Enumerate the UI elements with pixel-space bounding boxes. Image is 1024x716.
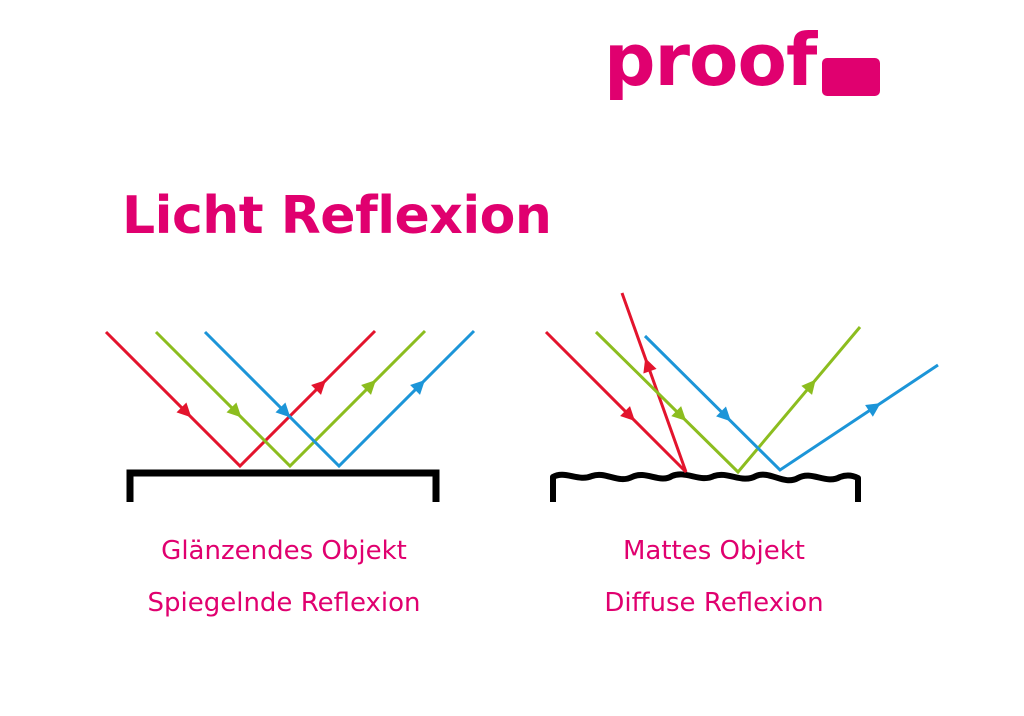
matte-red-ray-arrow-0 bbox=[620, 406, 635, 421]
glossy-red-ray bbox=[104, 329, 377, 469]
glossy-surface bbox=[126, 469, 440, 502]
glossy-blue-ray-arrow-0 bbox=[275, 402, 291, 418]
matte-caption-line1: Mattes Objekt bbox=[623, 536, 805, 566]
glossy-green-ray bbox=[154, 329, 427, 469]
glossy-red-ray-arrow-1 bbox=[311, 380, 326, 395]
page-title: Licht Reflexion bbox=[122, 186, 552, 246]
glossy-caption-line2: Spiegelnde Reflexion bbox=[147, 588, 421, 618]
matte-green-ray bbox=[594, 326, 862, 475]
glossy-blue-ray-arrow-1 bbox=[410, 380, 425, 395]
glossy-red-ray-arrow-0 bbox=[176, 402, 192, 418]
matte-surface bbox=[550, 471, 861, 502]
matte-blue-ray-arrow-0 bbox=[716, 406, 731, 422]
matte-blue-ray bbox=[643, 334, 939, 472]
light-rays bbox=[104, 292, 939, 475]
matte-caption-line2: Diffuse Reflexion bbox=[604, 588, 824, 618]
brand-logo-mark bbox=[822, 58, 880, 96]
matte-green-ray-arrow-1 bbox=[801, 379, 816, 395]
glossy-caption-line1: Glänzendes Objekt bbox=[161, 536, 407, 566]
matte-green-ray-arrow-0 bbox=[671, 406, 687, 421]
glossy-blue-ray bbox=[203, 329, 476, 469]
brand-logo: proof bbox=[604, 18, 817, 102]
matte-red-ray bbox=[544, 292, 688, 474]
glossy-green-ray-arrow-1 bbox=[361, 380, 376, 395]
matte-red-ray-arrow-1 bbox=[643, 358, 657, 374]
matte-blue-ray-arrow-1 bbox=[865, 403, 881, 417]
glossy-green-ray-arrow-0 bbox=[226, 402, 242, 418]
